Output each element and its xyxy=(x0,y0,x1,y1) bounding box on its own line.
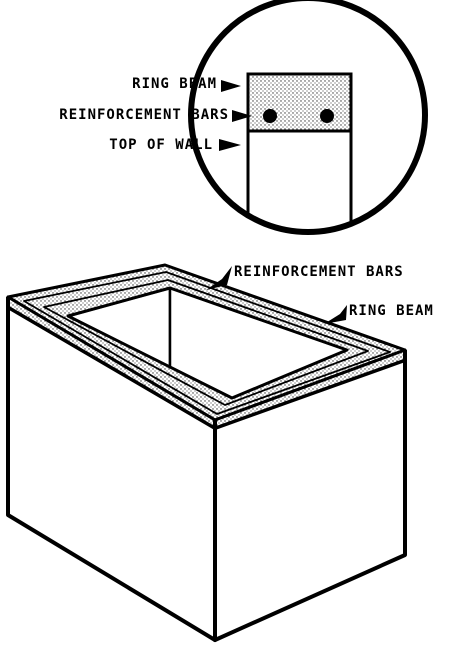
main-label-ring-beam: RING BEAM xyxy=(349,303,434,319)
arrow-main-reinforcement-bars xyxy=(206,266,232,290)
reinforcement-bar-left xyxy=(263,109,277,123)
arrow-ring-beam xyxy=(221,80,241,92)
arrow-top-of-wall xyxy=(219,139,241,151)
detail-label-reinforcement-bars: REINFORCEMENT BARS xyxy=(59,107,229,123)
detail-label-top-of-wall: TOP OF WALL xyxy=(109,137,213,153)
beam-reinforcement-lines xyxy=(23,271,391,415)
main-label-reinforcement-bars: REINFORCEMENT BARS xyxy=(234,264,404,280)
reinforcement-bar-right xyxy=(320,109,334,123)
detail-label-ring-beam: RING BEAM xyxy=(132,76,217,92)
house-wall-box xyxy=(6,263,407,642)
detail-inset: RING BEAM REINFORCEMENT BARS TOP OF WALL xyxy=(59,0,428,235)
arrow-main-ring-beam xyxy=(324,305,347,324)
detail-circle xyxy=(188,0,428,235)
arrow-reinforcement-bars xyxy=(232,110,252,122)
ring-beam-section xyxy=(246,72,353,133)
